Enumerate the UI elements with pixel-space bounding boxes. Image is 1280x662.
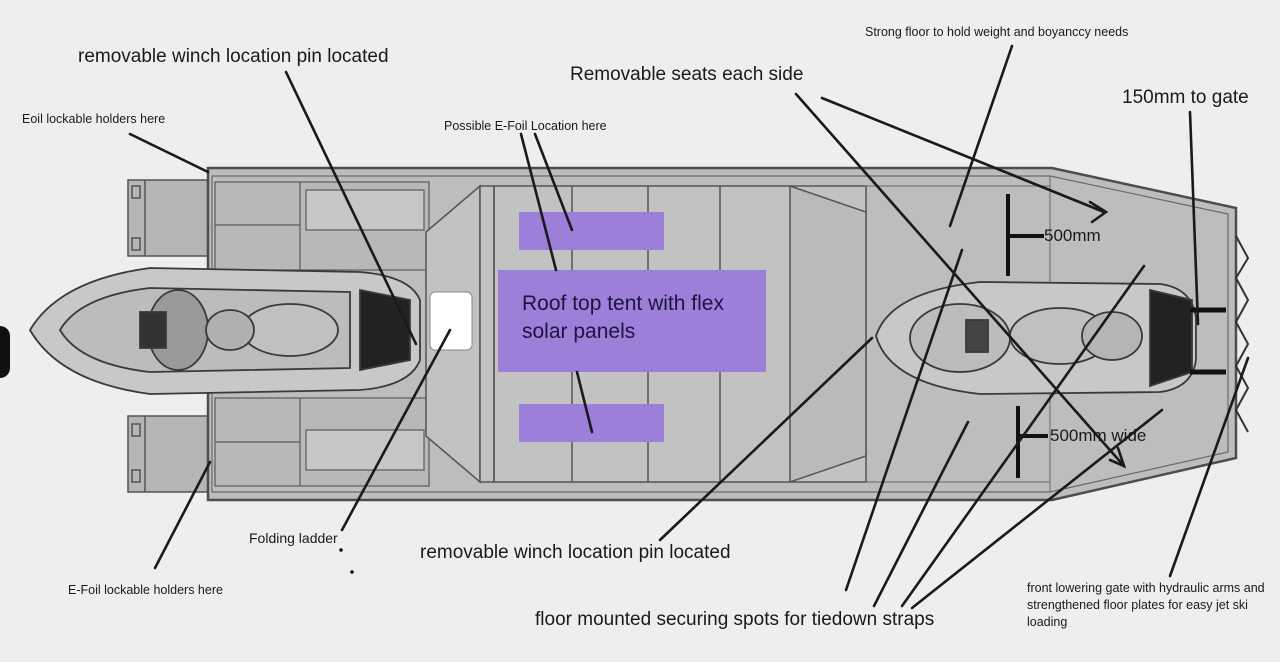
- window-icon: [429, 291, 473, 351]
- label-strong-floor: Strong floor to hold weight and boyanccy…: [865, 25, 1129, 39]
- dot-marker: [339, 548, 343, 552]
- label-folding-ladder: Folding ladder: [249, 530, 338, 546]
- dot-marker: [350, 570, 354, 574]
- label-efoil-holders-bottom: E-Foil lockable holders here: [68, 583, 223, 597]
- tab-handle-icon: [0, 326, 10, 378]
- rear-pod-bottom: [127, 415, 211, 493]
- label-gate-gap: 150mm to gate: [1122, 87, 1249, 108]
- roof-tent-box: [498, 270, 766, 372]
- front-jetski: [875, 281, 1197, 395]
- leader-lines: [128, 44, 1250, 610]
- label-width-500-wide: 500mm wide: [1050, 426, 1147, 445]
- label-front-gate: front lowering gate with hydraulic arms …: [1027, 581, 1265, 629]
- label-width-500: 500mm: [1044, 226, 1101, 245]
- solar-panel-bottom: [519, 404, 664, 442]
- label-roof-tent: Roof top tent with flex solar panels: [522, 292, 724, 343]
- label-removable-seats: Removable seats each side: [570, 64, 804, 85]
- label-tiedown-spots: floor mounted securing spots for tiedown…: [535, 609, 935, 630]
- label-efoil-location: Possible E-Foil Location here: [444, 119, 607, 133]
- rear-jetski: [28, 267, 421, 395]
- solar-panel-top: [519, 212, 664, 250]
- front-gate-hinges: [1234, 235, 1250, 433]
- label-eoil-holders-top: Eoil lockable holders here: [22, 112, 166, 126]
- gate-bars: [1190, 307, 1226, 375]
- label-winch-pin-top: removable winch location pin located: [78, 46, 389, 67]
- rear-pod-top: [127, 179, 211, 257]
- rear-decking: [214, 181, 430, 487]
- label-winch-pin-bottom: removable winch location pin located: [420, 542, 731, 563]
